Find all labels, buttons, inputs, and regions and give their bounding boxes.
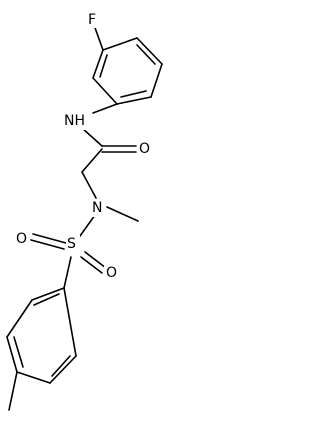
fluorophenyl-ring: [92, 37, 163, 105]
bond-ring2-a: [31, 287, 65, 301]
tolyl-ring: [6, 287, 77, 384]
amide-nitrogen-label: NH: [64, 113, 85, 129]
bond-ring1-b: [136, 37, 163, 65]
bond-n-methyl: [106, 206, 139, 222]
bond-n-s: [79, 214, 96, 237]
bond-ring1-d: [116, 96, 152, 105]
bond-ring2-inner-b: [13, 336, 24, 368]
bond-ch2-n: [81, 171, 97, 199]
bond-ring-nh: [92, 103, 118, 114]
mask-o-carbonyl: [138, 141, 152, 157]
sulfonamide-nitrogen-label: N: [92, 200, 102, 216]
sulfonyl-oxygen-left-label: O: [16, 231, 27, 247]
mask-o-left: [14, 230, 30, 248]
bond-c-f: [93, 24, 104, 51]
bond-ring2-e: [49, 355, 77, 384]
bond-c-ch2: [81, 148, 103, 173]
mask-o-right: [104, 264, 120, 282]
carbonyl-oxygen-label: O: [139, 141, 150, 157]
bond-ring2-c: [6, 336, 18, 373]
bond-s-ring: [63, 256, 72, 289]
bond-nh-c: [81, 127, 103, 147]
bond-s-o-right-1: [84, 251, 107, 269]
bond-ring-methyl: [8, 371, 18, 411]
mask-n: [90, 199, 106, 217]
bond-ring2-inner-a: [33, 293, 60, 306]
mask-nh: [62, 112, 88, 130]
bond-ring1-inner-c: [99, 54, 108, 78]
bond-s-o-left-2: [30, 239, 65, 250]
bond-ring1-f: [92, 49, 104, 79]
bond-ring1-c: [150, 63, 163, 98]
structure-diagram: F NH O N S O O: [6, 12, 163, 411]
mask-f: [86, 12, 100, 28]
mask-s: [66, 235, 80, 253]
bond-ring2-f: [63, 287, 77, 357]
bond-s-o-left-1: [32, 233, 67, 244]
molecule-svg: F NH O N S O O: [6, 12, 163, 411]
bond-ring2-b: [6, 299, 33, 338]
bond-ring1-a: [102, 37, 138, 51]
bond-ring2-inner-c: [51, 355, 71, 377]
bond-s-o-right-2: [80, 256, 103, 274]
fluorine-label: F: [88, 12, 96, 28]
bond-ring1-inner-a: [136, 44, 156, 65]
sulfur-label: S: [67, 236, 76, 252]
bond-ring2-d: [16, 371, 51, 384]
bond-ring1-e: [92, 77, 118, 105]
sulfonyl-oxygen-right-label: O: [106, 265, 117, 281]
bond-ring1-inner-b: [120, 90, 147, 98]
